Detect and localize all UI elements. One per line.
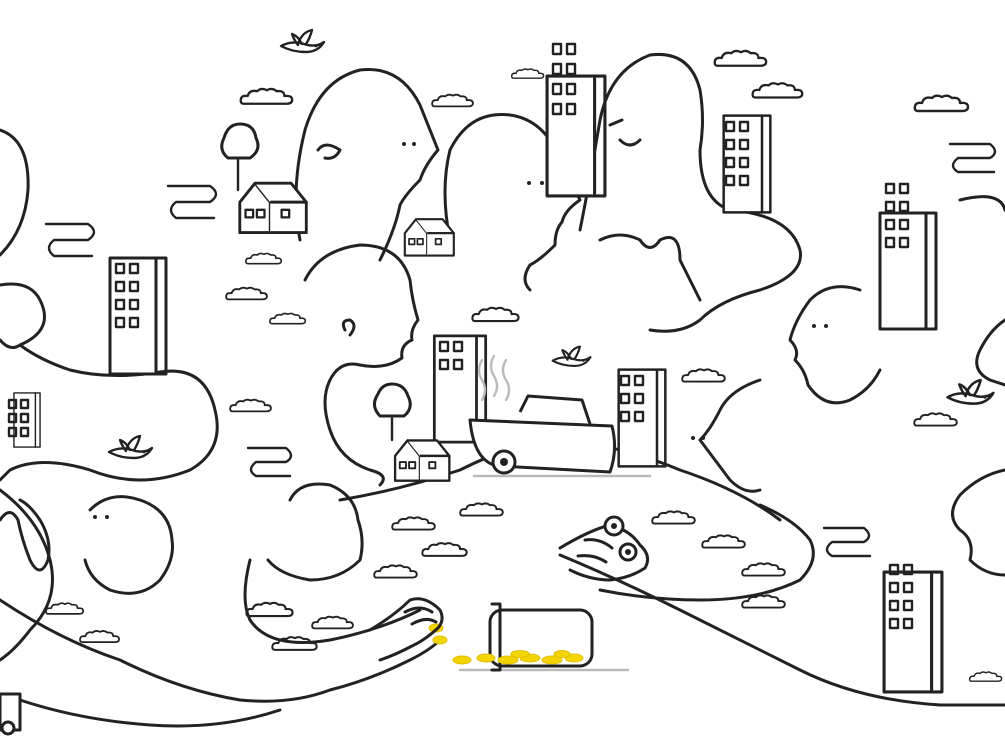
hand-icon: [558, 515, 650, 582]
bird-icon: [551, 345, 592, 368]
cloud-icon: [311, 615, 354, 630]
cloud-icon: [701, 534, 746, 549]
cloud-icon: [44, 602, 85, 615]
building-icon: [108, 256, 168, 376]
bird-icon: [279, 28, 326, 54]
man-top-head: [294, 67, 440, 262]
hand-icon: [368, 597, 444, 662]
right-arm-flow-2: [598, 503, 815, 602]
cloud-icon: [239, 87, 294, 105]
cloud-icon: [229, 398, 273, 413]
left-arm: [0, 488, 54, 662]
house-icon: [403, 217, 456, 258]
far-right-flow: [958, 195, 1005, 387]
building-icon: [7, 392, 42, 448]
bird-icon: [946, 378, 995, 405]
cloud-icon: [225, 286, 269, 301]
man-lower-center: [266, 482, 364, 582]
man-right-head: [578, 52, 802, 333]
cloud-icon: [681, 368, 726, 383]
trees: [220, 122, 412, 442]
building-icon: [880, 182, 936, 329]
house-icon: [238, 181, 308, 235]
lower-flow: [243, 558, 422, 644]
right-arm-flow: [558, 553, 1005, 707]
cloud-icon: [510, 67, 545, 80]
building-icon: [547, 42, 605, 196]
building-icon: [432, 334, 488, 444]
lower-right-face: [698, 378, 762, 493]
cloud-icon: [751, 82, 804, 99]
left-figure-lower: [0, 282, 219, 482]
cloud-icon: [713, 49, 768, 67]
bottom-left-flow-2: [18, 698, 282, 728]
building-icon: [882, 563, 944, 694]
tree-icon: [373, 382, 412, 442]
people-outlines: [0, 52, 1005, 728]
cloud-icon: [741, 562, 786, 577]
coin-icon: [428, 623, 584, 665]
bottom-left-face: [83, 495, 174, 595]
cloud-icon: [651, 510, 696, 525]
cloud-icon: [913, 94, 970, 113]
cloud-icon: [391, 516, 436, 531]
clouds: [44, 49, 1003, 683]
cloud-icon: [431, 93, 474, 108]
building-icon: [722, 114, 772, 214]
bottom-left-flow: [0, 598, 442, 703]
cloud-icon: [373, 564, 418, 579]
left-figure-outline: [0, 128, 30, 257]
cloud-icon: [244, 252, 283, 265]
house-icon: [393, 438, 452, 483]
jar-icon: [428, 602, 630, 672]
car-icon: [468, 354, 652, 478]
cloud-icon: [421, 542, 468, 557]
hand-icon: [0, 498, 51, 572]
building-icon: [617, 368, 667, 468]
cloud-icon: [459, 502, 504, 517]
cloud-icon: [79, 629, 121, 644]
cloud-icon: [913, 412, 958, 427]
cloud-icon: [471, 306, 520, 323]
buildings: [7, 42, 944, 694]
woman-center: [303, 243, 420, 487]
truck-icon: [0, 692, 22, 736]
cloud-icon: [245, 601, 294, 618]
houses: [238, 181, 456, 483]
cloud-icon: [968, 671, 1003, 683]
cloud-icon: [268, 312, 307, 325]
far-right-lower: [951, 468, 1005, 577]
tree-icon: [220, 122, 260, 192]
right-side-face: [788, 285, 882, 405]
bird-icon: [107, 434, 154, 460]
